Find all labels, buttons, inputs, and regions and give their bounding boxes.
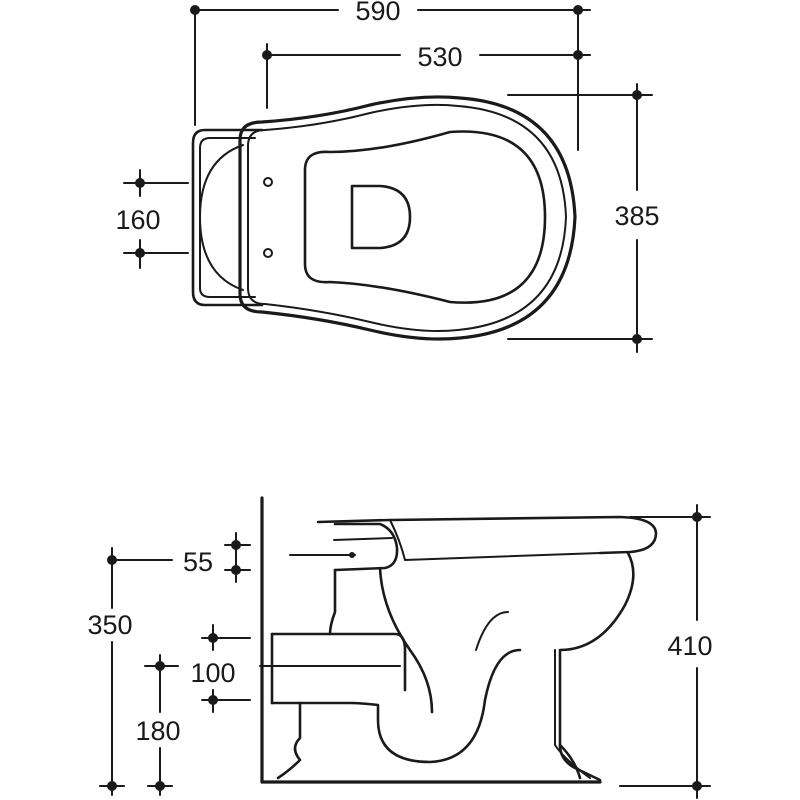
side-trap-mid xyxy=(475,611,509,651)
side-body-rear xyxy=(328,568,337,636)
dim-385-label: 385 xyxy=(614,201,659,231)
dim-350-label: 350 xyxy=(87,610,132,640)
plan-seat-inner xyxy=(247,103,567,332)
side-hinge-inner xyxy=(333,537,393,541)
side-view: 55 350 100 180 410 xyxy=(87,496,713,799)
plan-rear-plate xyxy=(191,128,264,307)
side-seat xyxy=(316,515,658,555)
dim-55-label: 55 xyxy=(183,547,213,577)
dim-590-label: 590 xyxy=(355,0,400,26)
side-seat-underside xyxy=(389,519,601,561)
side-trap-outer xyxy=(378,566,434,714)
side-pedestal-rear xyxy=(276,701,302,780)
plan-bowl-opening xyxy=(303,130,547,304)
plan-fixing-hole xyxy=(263,177,273,187)
plan-rear-plate-inner xyxy=(199,137,256,298)
side-hinge xyxy=(333,522,399,572)
dim-100-label: 100 xyxy=(190,658,235,688)
side-pedestal-front xyxy=(558,743,582,780)
dim-160-label: 160 xyxy=(115,205,160,235)
side-bowl-front xyxy=(558,551,635,782)
side-outlet-pipe xyxy=(270,632,407,692)
plan-water-trap xyxy=(350,184,412,250)
dim-410-label: 410 xyxy=(667,631,712,661)
dim-530-label: 530 xyxy=(417,42,462,72)
side-trap-inner xyxy=(270,648,522,764)
side-pedestal-curve xyxy=(553,649,591,779)
plan-seat-outer xyxy=(238,95,577,341)
plan-view: 590 530 385 160 xyxy=(115,0,660,353)
plan-fixing-hole xyxy=(263,248,273,258)
dim-180-label: 180 xyxy=(135,716,180,746)
plan-hinge-bump xyxy=(199,144,244,291)
